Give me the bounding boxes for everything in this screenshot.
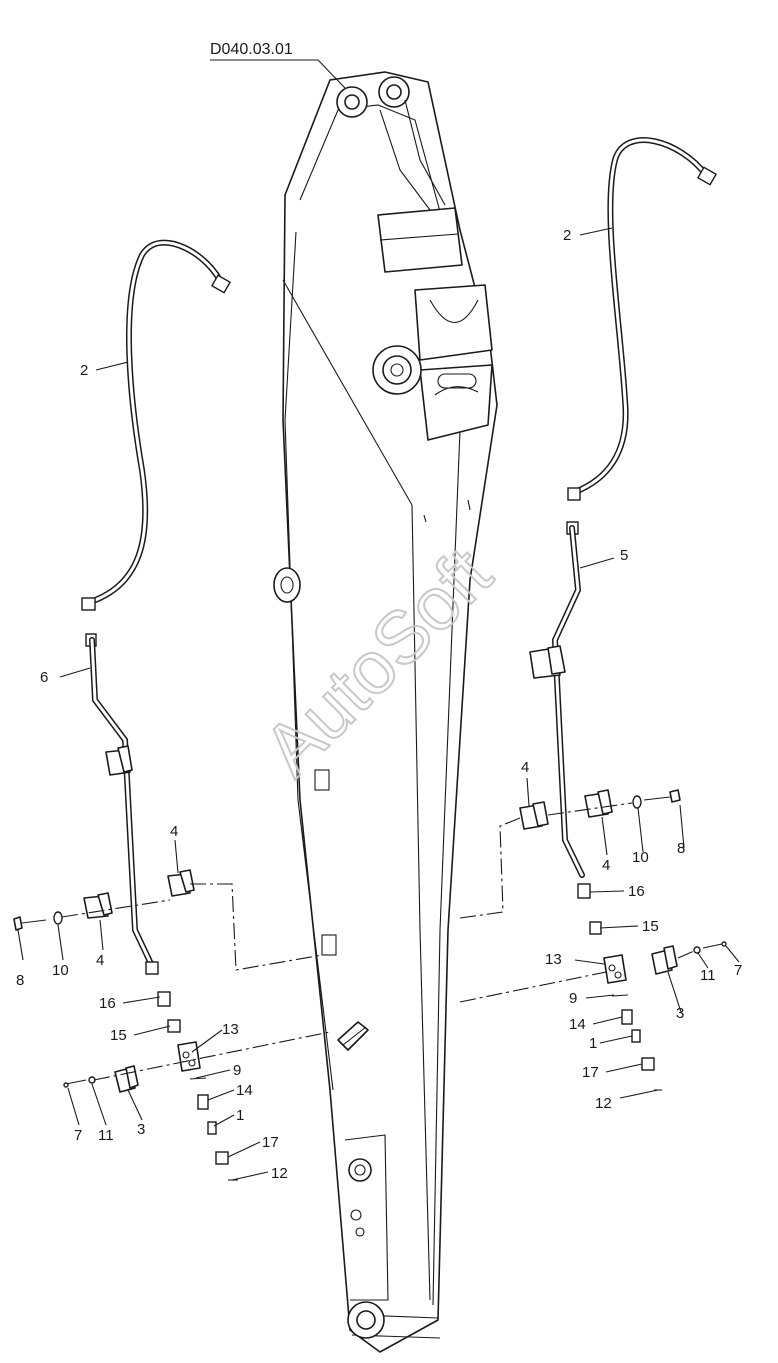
callout-4-left-lower: 4 [96, 952, 104, 969]
callout-16-left: 16 [99, 995, 116, 1012]
callout-3-left: 3 [137, 1121, 145, 1138]
callout-4-left-upper: 4 [170, 823, 178, 840]
callout-11-right: 11 [700, 967, 716, 984]
callout-8-right: 8 [677, 840, 685, 857]
callout-10-right: 10 [632, 849, 649, 866]
callout-labels: 2 2 6 5 4 4 4 4 8 8 10 10 16 16 15 15 13… [16, 227, 742, 1182]
callout-17-left: 17 [262, 1134, 279, 1151]
boom-arm [273, 71, 498, 1353]
callout-15-left: 15 [110, 1027, 127, 1044]
callout-12-right: 12 [595, 1095, 612, 1112]
callout-14-right: 14 [569, 1016, 586, 1033]
callout-6: 6 [40, 669, 48, 686]
callout-11-left: 11 [98, 1127, 114, 1144]
callout-14-left: 14 [236, 1082, 253, 1099]
callout-2-right: 2 [563, 227, 571, 244]
callout-10-left: 10 [52, 962, 69, 979]
callout-13-right: 13 [545, 951, 562, 968]
callout-16-right: 16 [628, 883, 645, 900]
drawing-code: D040.03.01 [210, 41, 293, 58]
callout-17-right: 17 [582, 1064, 599, 1081]
callout-4-right-upper: 4 [521, 759, 529, 776]
callout-1-right: 1 [589, 1035, 597, 1052]
callout-7-left: 7 [74, 1127, 82, 1144]
right-hose-assembly [459, 137, 727, 1091]
callout-9-left: 9 [233, 1062, 241, 1079]
callout-5: 5 [620, 547, 628, 564]
left-hose-assembly [13, 239, 331, 1181]
callout-3-right: 3 [676, 1005, 684, 1022]
callout-4-right-lower: 4 [602, 857, 610, 874]
callout-13-left: 13 [222, 1021, 239, 1038]
callout-15-right: 15 [642, 918, 659, 935]
callout-9-right: 9 [569, 990, 577, 1007]
callout-1-left: 1 [236, 1107, 244, 1124]
callout-8-left: 8 [16, 972, 24, 989]
callout-2-left: 2 [80, 362, 88, 379]
callout-12-left: 12 [271, 1165, 288, 1182]
callout-7-right: 7 [734, 962, 742, 979]
leader-lines [17, 59, 740, 1181]
